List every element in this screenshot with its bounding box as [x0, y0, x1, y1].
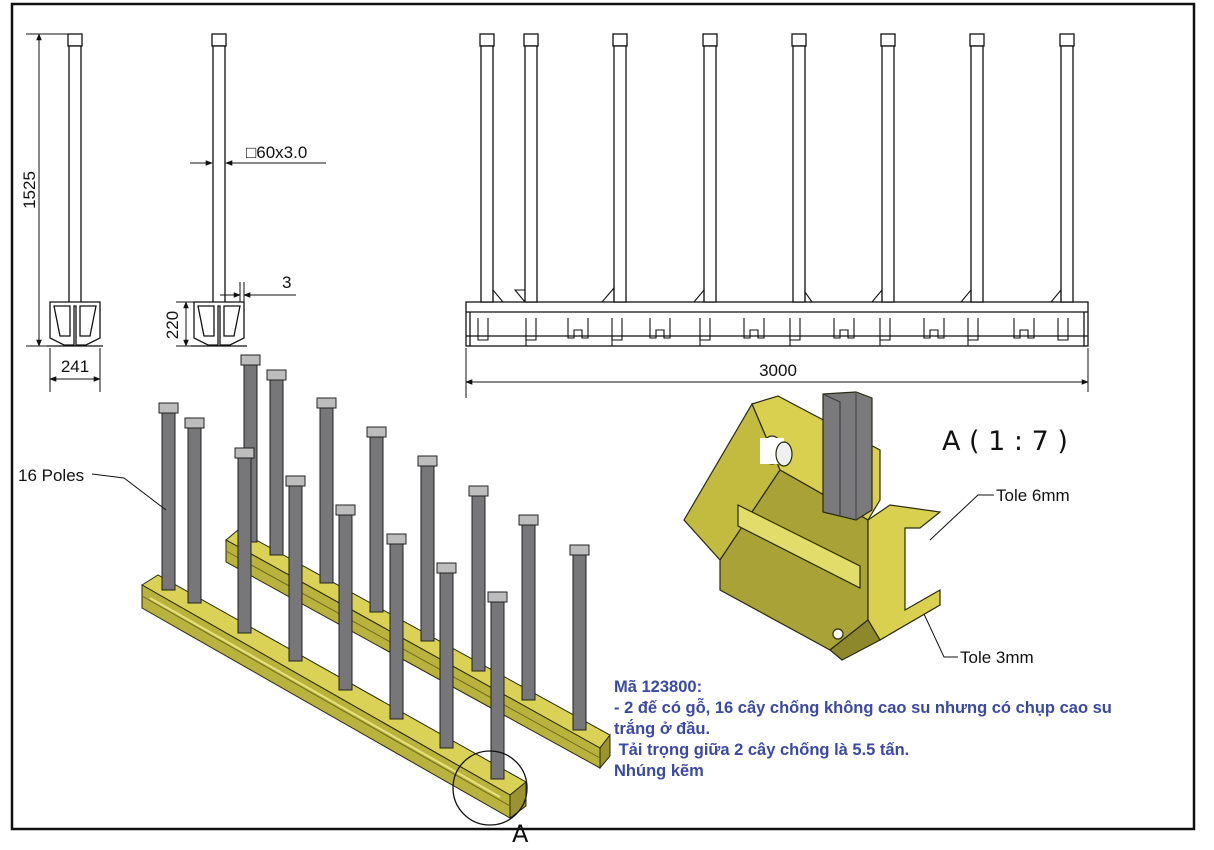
detail-marker-a: A [512, 820, 529, 848]
dimension-length [465, 348, 1089, 398]
note-line-4: Tải trọng giữa 2 cây chống là 5.5 tấn. [614, 741, 909, 759]
plate-thick-label: Tole 6mm [996, 486, 1070, 505]
isometric-view [141, 354, 611, 826]
iso-poles [158, 354, 590, 780]
detail-circle-a [452, 750, 528, 826]
iso-back-rail [225, 529, 611, 770]
note-line-3: trắng ở đầu. [614, 719, 710, 738]
side-view-right [191, 33, 247, 347]
dimension-height-label: 1525 [20, 171, 39, 209]
detail-title: A ( 1 : 7 ) [942, 426, 1068, 457]
front-gussets [492, 286, 1062, 303]
dimension-base-width-label: 241 [61, 357, 89, 376]
detail-view-a [683, 391, 942, 661]
dimension-wall [220, 282, 296, 302]
dimension-base-height [176, 301, 194, 347]
side-view-left [47, 33, 103, 347]
poles-leader [91, 473, 167, 511]
dimension-base-width [49, 348, 101, 392]
product-notes: Mã 123800: - 2 đế có gỗ, 16 cây chống kh… [614, 678, 1112, 780]
dimension-tube-label: □60x3.0 [246, 143, 307, 162]
front-base-frame [465, 301, 1089, 347]
drawing-frame [10, 2, 1196, 831]
plate-thick-leader [929, 494, 994, 541]
plate-thin-leader [923, 613, 958, 658]
dimension-height [26, 33, 68, 347]
dimension-length-label: 3000 [759, 361, 797, 380]
note-line-5: Nhúng kẽm [614, 762, 704, 780]
plate-thin-label: Tole 3mm [960, 648, 1034, 667]
front-base-slots [477, 318, 1069, 346]
dimension-wall-label: 3 [282, 273, 291, 292]
poles-label: 16 Poles [18, 466, 84, 485]
front-view [465, 33, 1089, 347]
front-poles [479, 33, 1075, 303]
note-line-2: - 2 đế có gỗ, 16 cây chống không cao su … [614, 698, 1112, 717]
note-line-1: Mã 123800: [614, 678, 702, 696]
dimension-base-height-label: 220 [163, 311, 182, 339]
